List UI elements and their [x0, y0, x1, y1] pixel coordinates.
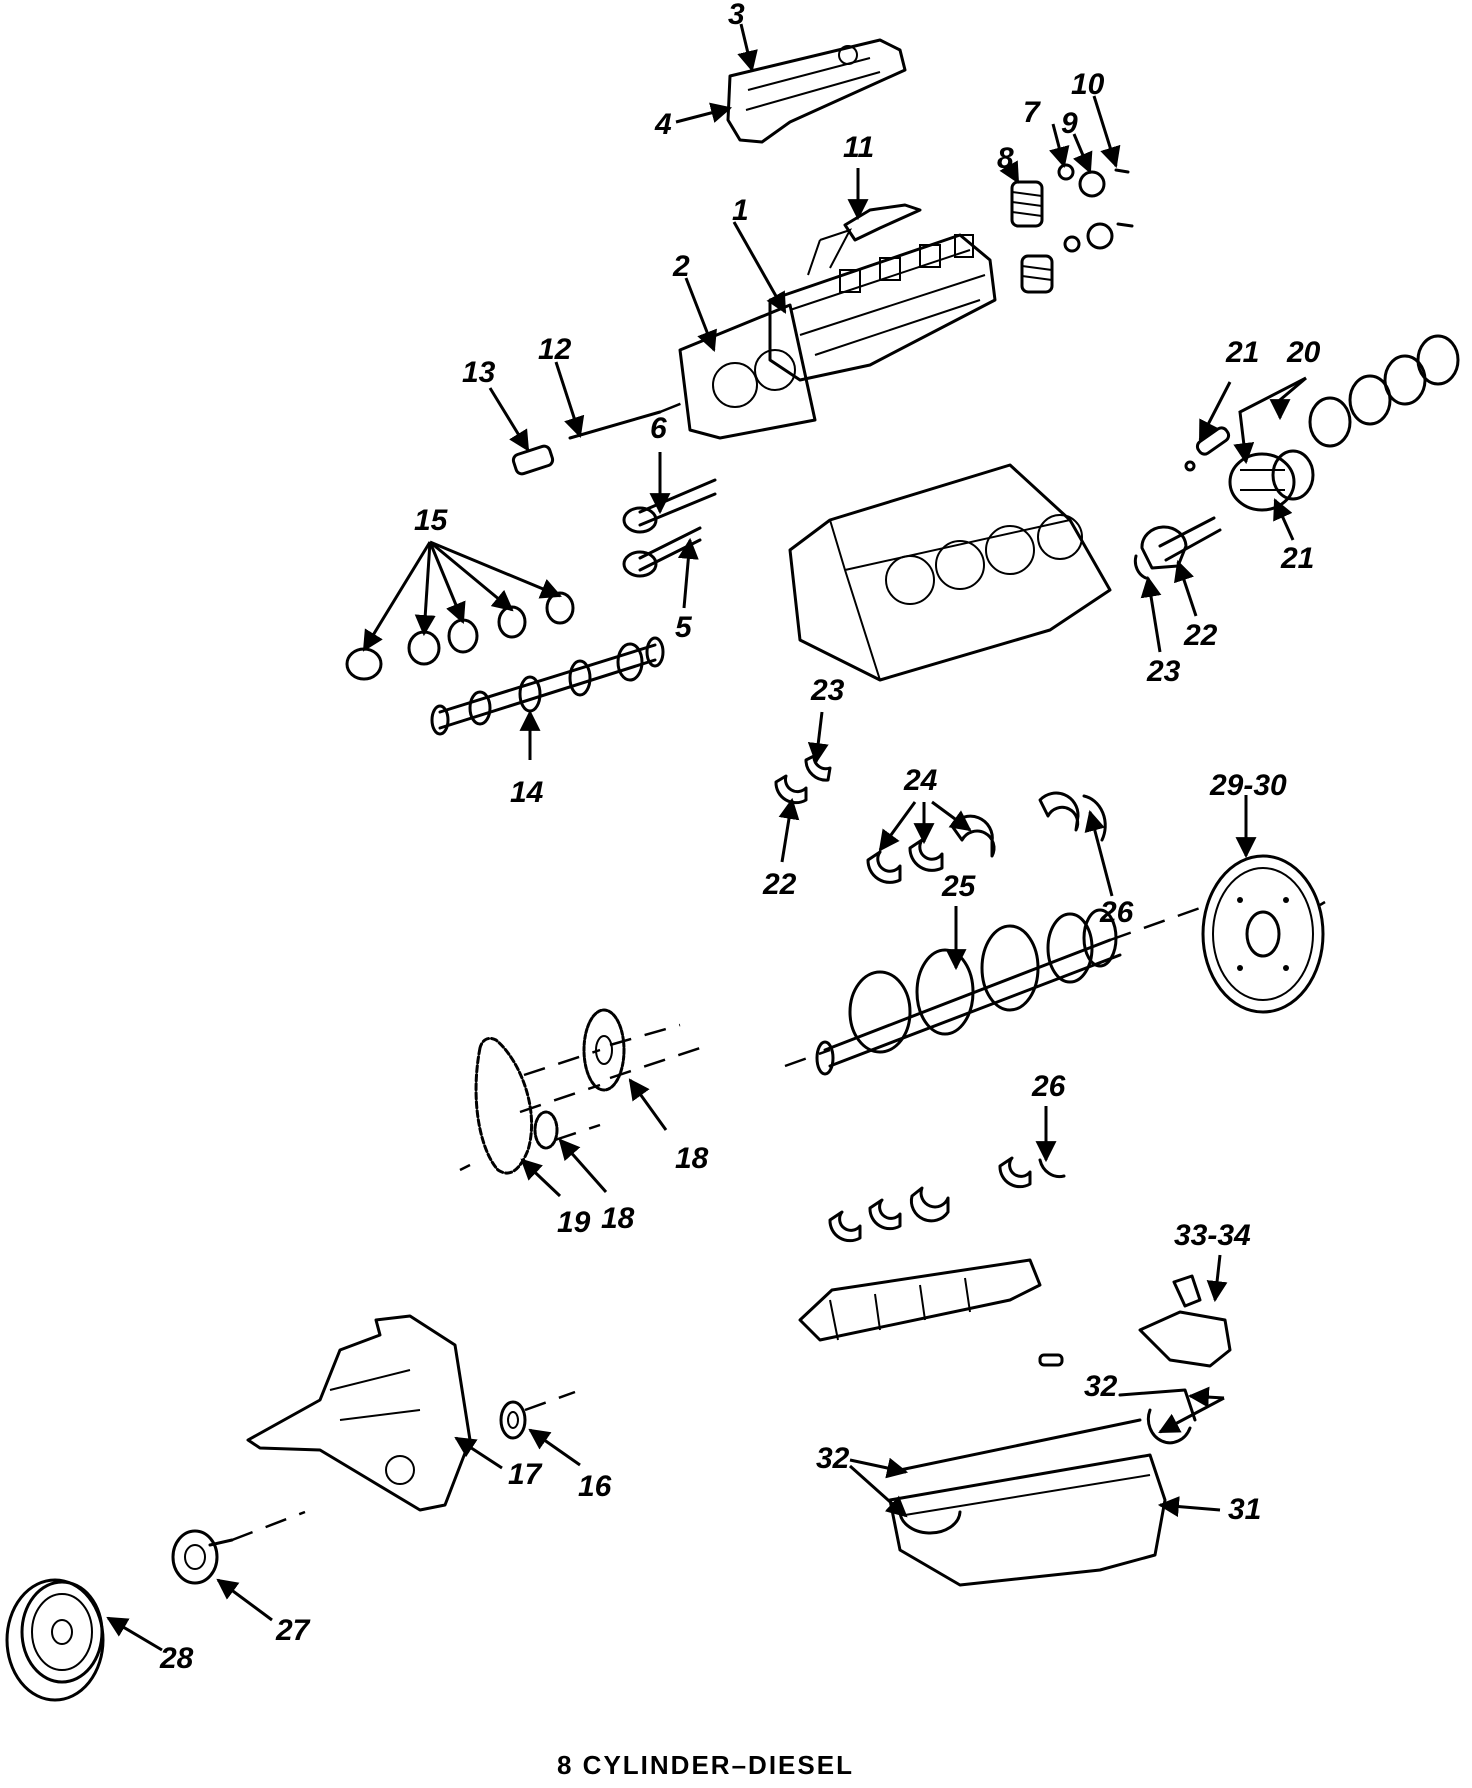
callout-4: 4: [654, 108, 672, 141]
callout-23-top: 23: [1146, 655, 1181, 688]
valve-cover: [726, 38, 907, 144]
callout-9: 9: [1061, 107, 1078, 140]
lifter-and-pushrod: [511, 398, 691, 476]
callout-25: 25: [941, 870, 977, 903]
oil-pan-gaskets: [898, 1388, 1197, 1535]
callout-12: 12: [538, 333, 572, 366]
damper-hub: [171, 1529, 234, 1585]
callout-1: 1: [732, 194, 749, 227]
alignment-lines: [231, 900, 1326, 1542]
callout-24: 24: [903, 764, 938, 797]
callout-31: 31: [1228, 1493, 1261, 1526]
camshaft: [430, 636, 665, 736]
diagram-caption: 8 CYLINDER–DIESEL: [557, 1750, 854, 1780]
callout-16: 16: [578, 1470, 612, 1503]
leader-lines: [106, 23, 1307, 1652]
callout-11: 11: [843, 131, 874, 164]
cam-bearings: [345, 591, 575, 681]
callout-23-left: 23: [810, 674, 845, 707]
callout-8: 8: [997, 142, 1014, 175]
callout-18-left: 18: [601, 1202, 635, 1235]
crankshaft: [815, 908, 1122, 1076]
callout-22-top: 22: [1183, 619, 1218, 652]
callout-3: 3: [728, 0, 745, 31]
valves: [622, 478, 717, 578]
callout-32-left: 32: [816, 1442, 850, 1475]
callout-2: 2: [672, 250, 690, 283]
callout-26-top: 26: [1099, 896, 1134, 929]
connecting-rod: [1133, 516, 1222, 580]
callout-19: 19: [557, 1206, 591, 1239]
callout-20: 20: [1286, 336, 1321, 369]
callout-28: 28: [159, 1642, 194, 1675]
callout-6: 6: [650, 412, 667, 445]
main-bearings: [866, 791, 1107, 884]
callout-7: 7: [1023, 96, 1041, 129]
oil-pan: [888, 1453, 1167, 1587]
callout-5: 5: [675, 611, 693, 644]
callout-29-30: 29-30: [1209, 769, 1287, 802]
callout-17: 17: [508, 1458, 543, 1491]
rocker-arm-assembly: [807, 203, 922, 276]
front-seal: [499, 1400, 527, 1440]
callout-21-bottom: 21: [1280, 542, 1314, 575]
callout-18-right: 18: [675, 1142, 709, 1175]
callout-33-34: 33-34: [1174, 1219, 1251, 1252]
engine-block: [788, 463, 1112, 682]
rod-bearings: [774, 754, 832, 805]
callout-21-top: 21: [1225, 336, 1259, 369]
lower-main-bearings: [828, 1156, 1066, 1243]
callout-26-bottom: 26: [1031, 1070, 1066, 1103]
oil-pump: [1038, 1274, 1232, 1368]
timing-cover: [246, 1314, 472, 1512]
cylinder-head: [768, 233, 997, 382]
valve-springs: [1010, 163, 1134, 294]
callout-13: 13: [462, 356, 496, 389]
callout-22-left: 22: [762, 868, 797, 901]
callout-27: 27: [275, 1614, 311, 1647]
callout-10: 10: [1071, 68, 1105, 101]
callout-14: 14: [510, 776, 544, 809]
callout-15: 15: [414, 504, 449, 537]
flexplate: [1201, 854, 1325, 1014]
callout-labels: 3 4 10 7 9 11 8 1 2 21 20 12 13 6 15 21 …: [159, 0, 1321, 1675]
head-gasket: [678, 303, 817, 440]
timing-chain: [474, 1036, 533, 1175]
callout-32-top: 32: [1084, 1370, 1118, 1403]
main-caps: [798, 1258, 1042, 1342]
piston-rings: [1271, 334, 1460, 501]
crank-pulley: [5, 1578, 105, 1702]
